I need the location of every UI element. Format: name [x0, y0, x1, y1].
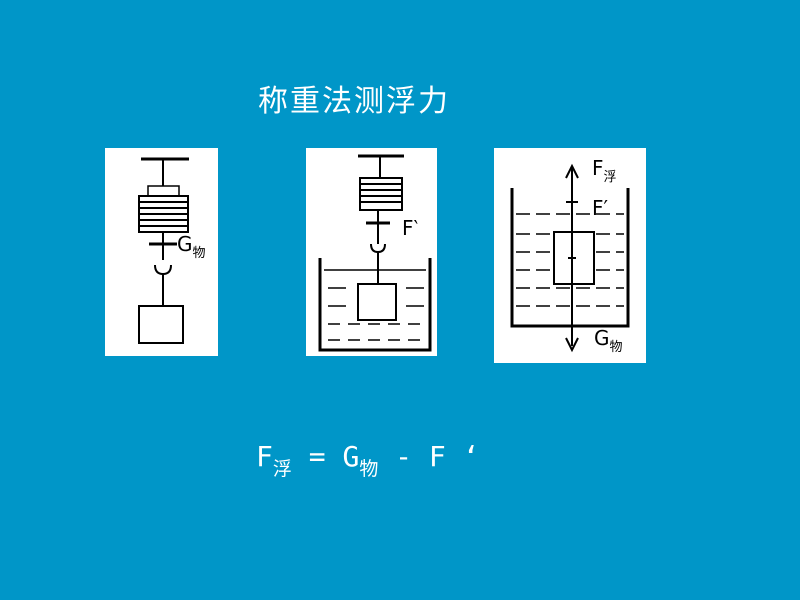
tension-label-f: F‵: [402, 216, 419, 240]
buoyancy-formula: F浮 = G物 - F ‘: [256, 440, 480, 480]
diagram-force-analysis: F浮 F′ G物: [494, 148, 646, 363]
force-diagram-drawing: [510, 163, 630, 353]
slide-title: 称重法测浮力: [258, 84, 450, 119]
weight-label-g: G物: [177, 232, 206, 261]
diagram-block-in-water: F‵: [306, 148, 437, 356]
spring-scale-air-drawing: [138, 157, 189, 344]
tension-force-label: F′: [592, 196, 609, 220]
diagram-block-in-air: G物: [105, 148, 218, 356]
spring-scale-water-drawing: [318, 154, 432, 352]
buoyant-force-label: F浮: [592, 156, 617, 185]
gravity-force-label: G物: [594, 326, 623, 355]
